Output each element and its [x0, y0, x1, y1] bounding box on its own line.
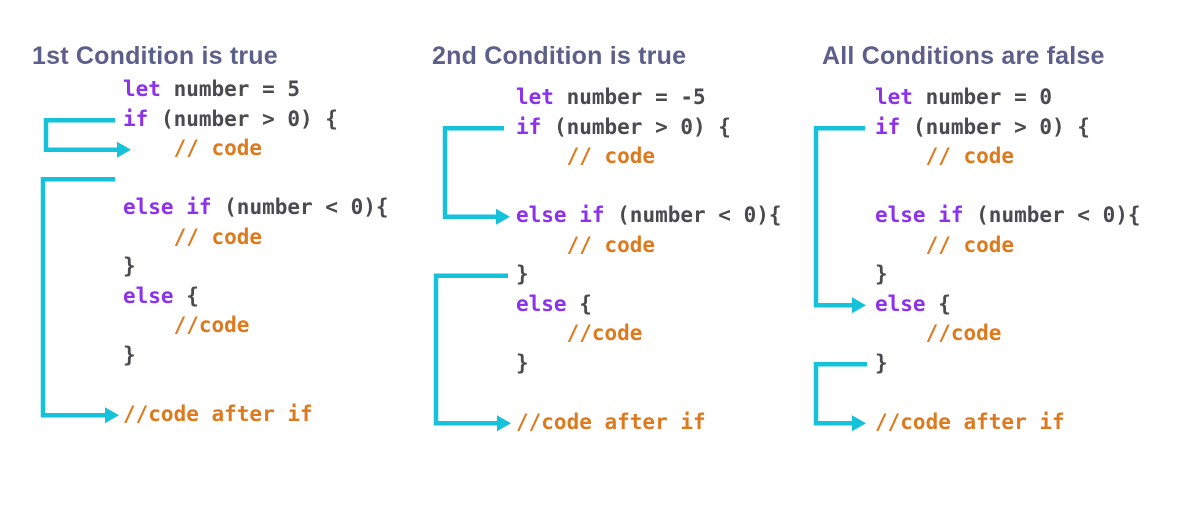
code-segment-keyword: else if	[875, 203, 964, 227]
code-line: else if (number < 0){	[516, 201, 782, 231]
panel2-flow-skip-to-code-after-if-arrowhead-icon	[497, 415, 511, 432]
code-segment-code: }	[875, 262, 888, 286]
code-segment-code: }	[875, 350, 888, 375]
code-segment-code: }	[516, 262, 529, 286]
panel2-flow-into-else-if-line	[442, 126, 504, 219]
code-segment-code: (number > 0) {	[541, 114, 731, 139]
panel-title-1st-condition-true: 1st Condition is true	[32, 42, 278, 70]
code-segment-code: (number < 0){	[604, 203, 782, 227]
panel1-flow-skip-to-code-after-if-line	[40, 177, 115, 418]
code-segment-comment: //code	[925, 321, 1002, 345]
code-line: else {	[875, 290, 1141, 320]
code-segment-comment: // code	[925, 144, 1015, 168]
code-line: //code	[516, 319, 782, 349]
code-line: }	[123, 341, 389, 371]
code-segment-code: (number < 0){	[211, 195, 389, 219]
code-segment-comment: // code	[566, 144, 656, 168]
code-segment-comment: // code	[925, 232, 1015, 257]
panel1-flow-skip-to-code-after-if-arrowhead-icon	[105, 407, 119, 424]
code-segment-comment: // code	[173, 224, 263, 249]
code-segment-code: number = -5	[553, 85, 706, 109]
code-line: if (number > 0) {	[123, 105, 389, 135]
code-line: // code	[875, 231, 1141, 261]
code-line: //code after if	[875, 408, 1141, 438]
code-line: // code	[875, 142, 1141, 172]
code-line: else if (number < 0){	[123, 193, 389, 223]
code-line: }	[875, 260, 1141, 290]
code-line: //code	[875, 319, 1141, 349]
code-line	[516, 378, 782, 408]
code-line: else {	[516, 290, 782, 320]
code-line: }	[516, 260, 782, 290]
code-line: //code after if	[123, 400, 389, 430]
code-segment-comment: // code	[566, 232, 656, 257]
code-line: }	[875, 349, 1141, 379]
code-line	[875, 378, 1141, 408]
code-line: else if (number < 0){	[875, 201, 1141, 231]
code-line: let number = -5	[516, 83, 782, 113]
code-segment-code: {	[173, 283, 199, 308]
code-segment-keyword: let	[516, 85, 554, 109]
code-segment-keyword: else	[516, 291, 567, 316]
code-segment-comment: //code after if	[516, 409, 706, 434]
code-segment-code: }	[123, 342, 136, 367]
panel3-flow-into-else-line	[813, 126, 865, 308]
code-line: // code	[123, 134, 389, 164]
code-line: let number = 5	[123, 75, 389, 105]
code-segment-keyword: else	[875, 291, 926, 316]
code-segment-keyword: else	[123, 283, 174, 308]
code-segment-code: }	[123, 254, 136, 278]
panel2-flow-skip-to-code-after-if-line	[433, 273, 508, 426]
code-segment-code: {	[566, 291, 592, 316]
code-segment-code: (number > 0) {	[900, 114, 1090, 139]
code-line: // code	[516, 231, 782, 261]
code-segment-code: (number > 0) {	[148, 106, 338, 131]
code-segment-keyword: let	[123, 77, 161, 101]
code-line: }	[123, 252, 389, 282]
code-segment-keyword: if	[123, 106, 149, 131]
code-line	[516, 172, 782, 202]
panel2-flow-into-else-if-arrowhead-icon	[496, 208, 510, 225]
code-line: // code	[516, 142, 782, 172]
code-line	[123, 164, 389, 194]
code-segment-comment: // code	[173, 136, 263, 160]
code-segment-comment: //code after if	[875, 409, 1065, 434]
code-segment-code: number = 0	[912, 85, 1053, 109]
code-segment-comment: //code after if	[123, 401, 313, 426]
panel3-flow-into-else-arrowhead-icon	[852, 297, 866, 314]
code-segment-code: number = 5	[160, 77, 301, 101]
code-line: // code	[123, 223, 389, 253]
code-line	[123, 370, 389, 400]
code-line: if (number > 0) {	[516, 113, 782, 143]
code-line: }	[516, 349, 782, 379]
panel-title-2nd-condition-true: 2nd Condition is true	[432, 42, 687, 70]
code-segment-keyword: else if	[123, 195, 212, 219]
code-line: else {	[123, 282, 389, 312]
code-line: //code	[123, 311, 389, 341]
code-segment-code: {	[925, 291, 951, 316]
code-segment-comment: //code	[173, 313, 250, 337]
code-segment-keyword: let	[875, 85, 913, 109]
code-segment-keyword: if	[516, 114, 542, 139]
code-line: if (number > 0) {	[875, 113, 1141, 143]
code-segment-comment: //code	[566, 321, 643, 345]
code-line: let number = 0	[875, 83, 1141, 113]
code-segment-keyword: else if	[516, 203, 605, 227]
code-line	[875, 172, 1141, 202]
code-segment-code: }	[516, 350, 529, 375]
panel-title-all-conditions-false: All Conditions are false	[822, 42, 1105, 70]
code-segment-keyword: if	[875, 114, 901, 139]
panel1-flow-into-if-body-line	[43, 118, 120, 152]
code-segment-code: (number < 0){	[963, 203, 1141, 227]
panel3-flow-skip-to-code-after-if-arrowhead-icon	[852, 415, 866, 432]
panel3-flow-skip-to-code-after-if-line	[813, 362, 867, 426]
code-line: //code after if	[516, 408, 782, 438]
